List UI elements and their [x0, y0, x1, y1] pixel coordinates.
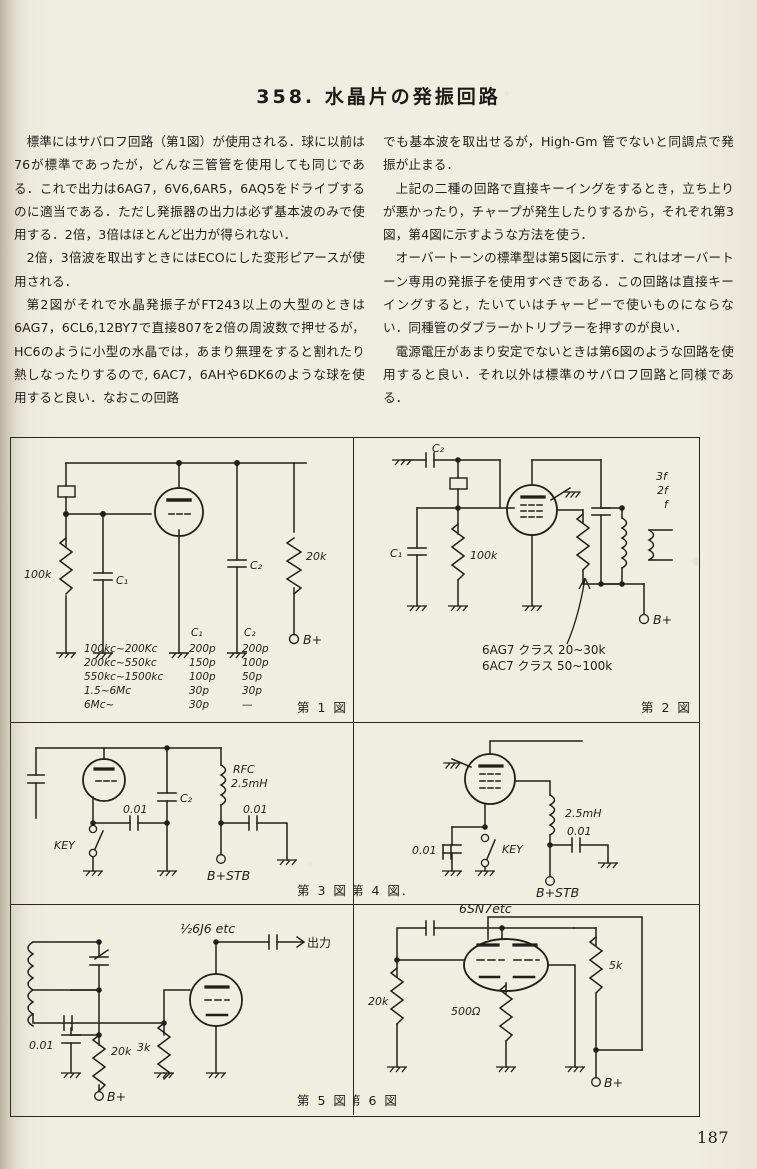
- fig2-label-grid-resistor: 100k: [470, 549, 498, 562]
- fig1-table-cell: 6Mc~: [84, 699, 114, 711]
- fig4-label-cap-a: 0.01: [412, 844, 437, 857]
- paragraph: オーバートーンの標準型は第5図に示す．これはオーバートーン専用の発振子を使用すべ…: [383, 250, 734, 336]
- fig1-table-cell: 200p: [189, 643, 216, 655]
- fig4-label-cap-b: 0.01: [567, 825, 592, 838]
- fig2-caption: 第 2 図: [641, 700, 692, 715]
- fig1-table-cell: 1.5~6Mc: [84, 685, 131, 697]
- fig6-label-grid-resistor: 20k: [368, 995, 389, 1008]
- fig1-label-plate-resistor: 20k: [306, 550, 327, 563]
- figure-2: C₂ C₁ 100k 3f 2f f B+ 6AG7 クラス 20~30k 6A…: [353, 438, 701, 722]
- fig3-label-key: KEY: [54, 839, 76, 852]
- fig1-table-cell: 550kc~1500kc: [84, 671, 163, 683]
- fig4-caption: 第 4 図.: [354, 883, 408, 898]
- figure-5: ½6J6 etc 出力 0.01 20k 3k B+ 第 5 図: [11, 905, 353, 1115]
- figure-3: C₂ RFC 2.5mH 0.01 0.01 KEY B+STB 第 3 図: [11, 723, 353, 904]
- fig2-label-supply: B+: [653, 612, 672, 627]
- fig1-table-cell: 100p: [189, 671, 216, 683]
- fig6-label-plate-resistor: 5k: [609, 959, 623, 972]
- fig1-table-cell: 200p: [242, 643, 269, 655]
- fig6-label-cathode-resistor: 500Ω: [451, 1005, 481, 1018]
- right-column: でも基本波を取出せるが，High-Gm 管でないと同調点で発振が止まる． 上記の…: [383, 130, 734, 410]
- fig4-label-key: KEY: [502, 843, 524, 856]
- page-number: 187: [696, 1128, 729, 1147]
- fig5-label-output: 出力: [307, 936, 331, 950]
- fig4-label-choke: 2.5mH: [565, 807, 601, 820]
- fig2-label-harmonic-3f: 3f: [656, 470, 669, 483]
- fig2-note-6ac7: 6AC7 クラス 50~100k: [482, 659, 612, 673]
- fig1-label-c2: C₂: [250, 559, 263, 572]
- fig3-label-cap-a: 0.01: [123, 803, 148, 816]
- figure-row-1: 100k C₁ C₂ 20k B+ C₁ C₂ 100kc~200Kc 200p…: [11, 438, 699, 722]
- fig1-table-cell: —: [242, 699, 253, 711]
- fig5-label-plate-resistor: 20k: [111, 1045, 132, 1058]
- fig1-table-cell: 100kc~200Kc: [84, 643, 158, 655]
- fig3-label-rfc-value: 2.5mH: [231, 777, 267, 790]
- fig1-label-grid-resistor: 100k: [24, 568, 52, 581]
- fig3-label-c2: C₂: [180, 792, 193, 805]
- fig5-label-supply: B+: [107, 1089, 126, 1104]
- paragraph: 電源電圧があまり安定でないときは第6図のような回路を使用すると良い．それ以外は標…: [383, 343, 734, 406]
- fig1-table-cell: 30p: [189, 699, 209, 711]
- fig5-label-tube: ½6J6 etc: [180, 921, 235, 936]
- figure-1: 100k C₁ C₂ 20k B+ C₁ C₂ 100kc~200Kc 200p…: [11, 438, 353, 722]
- fig1-table-cell: 50p: [242, 671, 262, 683]
- fig1-label-supply: B+: [303, 632, 322, 647]
- fig6-label-tube-visible: 6SN7etc: [459, 905, 512, 916]
- fig3-label-supply: B+STB: [207, 868, 250, 883]
- fig1-table-cell: 30p: [242, 685, 262, 697]
- paragraph: 第2図がそれで水晶発振子がFT243以上の大型のときは6AG7，6CL6,12B…: [14, 297, 365, 406]
- fig3-label-cap-b: 0.01: [243, 803, 268, 816]
- figure-row-2: C₂ RFC 2.5mH 0.01 0.01 KEY B+STB 第 3 図: [11, 722, 699, 904]
- fig1-table-cell: 100p: [242, 657, 269, 669]
- fig1-caption: 第 1 図: [297, 700, 348, 715]
- fig2-label-c2: C₂: [432, 442, 445, 455]
- fig1-table-cell: 200kc~550kc: [84, 657, 157, 669]
- fig2-note-6ag7: 6AG7 クラス 20~30k: [482, 643, 606, 657]
- fig1-label-c1: C₁: [116, 574, 128, 587]
- fig4-label-supply: B+STB: [536, 885, 579, 900]
- body-columns: 標準にはサバロフ回路（第1図）が使用される．球に以前は76が標準であったが，どん…: [14, 130, 743, 410]
- fig3-caption: 第 3 図: [297, 883, 348, 898]
- fig1-table-header-c2: C₂: [244, 627, 256, 639]
- fig5-label-cap: 0.01: [29, 1039, 54, 1052]
- fig1-table-header-c1: C₁: [191, 627, 203, 639]
- fig2-label-harmonic-2f: 2f: [657, 484, 670, 497]
- fig6-caption: 第 6 図: [354, 1093, 399, 1108]
- paragraph: 標準にはサバロフ回路（第1図）が使用される．球に以前は76が標準であったが，どん…: [14, 134, 365, 243]
- paragraph: でも基本波を取出せるが，High-Gm 管でないと同調点で発振が止まる．: [383, 134, 734, 173]
- fig3-label-rfc: RFC: [233, 763, 255, 776]
- figure-block: 100k C₁ C₂ 20k B+ C₁ C₂ 100kc~200Kc 200p…: [10, 437, 700, 1117]
- figure-4: 0.01 KEY 2.5mH 0.01 B+STB 第 4 図.: [353, 723, 701, 904]
- paragraph: 上記の二種の回路で直接キーイングをするとき，立ち上りが悪かったり，チャープが発生…: [383, 180, 734, 243]
- fig1-table-cell: 150p: [189, 657, 216, 669]
- left-column: 標準にはサバロフ回路（第1図）が使用される．球に以前は76が標準であったが，どん…: [14, 130, 365, 410]
- figure-6: 6SN7etc 6SN7etc 20k 500Ω 5k B+ 第 6 図: [353, 905, 701, 1115]
- fig2-label-harmonic-f: f: [664, 498, 670, 511]
- fig5-label-cathode-resistor: 3k: [137, 1041, 151, 1054]
- figure-row-3: ½6J6 etc 出力 0.01 20k 3k B+ 第 5 図: [11, 904, 699, 1115]
- page-title: 358. 水晶片の発振回路: [256, 86, 501, 108]
- fig1-table-cell: 30p: [189, 685, 209, 697]
- paragraph: 2倍，3倍波を取出すときにはECOにした変形ピアースが使用される．: [14, 250, 365, 289]
- fig6-label-supply: B+: [604, 1075, 623, 1090]
- fig2-label-c1: C₁: [390, 547, 402, 560]
- fig5-caption: 第 5 図: [297, 1093, 348, 1108]
